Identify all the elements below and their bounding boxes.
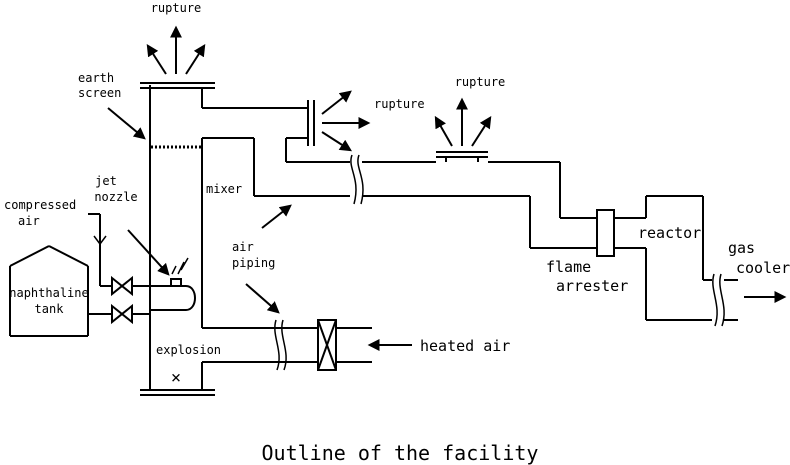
air-piping-pointer — [261, 204, 292, 229]
label-flame: flame — [546, 258, 591, 276]
label-reactor: reactor — [638, 224, 701, 242]
label-earth: earth — [78, 71, 114, 85]
air-piping-pointer — [245, 283, 280, 314]
label-rupture-side: rupture — [374, 97, 425, 111]
jet-nozzle — [150, 257, 196, 311]
label-cooler: cooler — [736, 259, 790, 277]
label-rupture-top: rupture — [151, 1, 202, 15]
air-piping — [202, 319, 372, 371]
label-tank: tank — [35, 302, 65, 316]
label-jet: jet — [95, 174, 117, 188]
figure-caption: Outline of the facility — [262, 441, 539, 465]
upper-pipe — [202, 107, 598, 219]
valve — [111, 275, 133, 297]
earth-screen-pointer — [107, 107, 146, 140]
label-nozzle: nozzle — [94, 190, 137, 204]
explosion-mark: × — [171, 368, 181, 388]
mixer-outlet-pipe — [202, 137, 598, 249]
air-heater — [317, 319, 337, 371]
flame-arrester — [596, 209, 615, 257]
valve — [111, 303, 133, 325]
label-screen: screen — [78, 86, 121, 100]
jet-nozzle-pointer — [127, 229, 170, 276]
rupture-disc-right — [434, 97, 492, 162]
pipe-break-mark — [350, 154, 357, 205]
label-heated-air: heated air — [420, 337, 510, 355]
label-rupture-right: rupture — [455, 75, 506, 89]
label-air: air — [18, 214, 40, 228]
label-air-piping-piping: piping — [232, 256, 275, 270]
naphthaline-tank — [9, 245, 89, 337]
pipe-break-mark — [357, 154, 364, 205]
label-gas: gas — [728, 239, 755, 257]
feed-lines — [88, 213, 178, 315]
label-explosion: explosion — [156, 343, 221, 357]
mixer-column — [140, 82, 215, 396]
label-mixer: mixer — [206, 182, 242, 196]
rupture-arrows-top — [146, 25, 206, 75]
label-arrester: arrester — [556, 277, 628, 295]
rupture-disc-side — [307, 90, 371, 152]
reactor — [645, 195, 738, 327]
label-air-piping-air: air — [232, 240, 254, 254]
label-compressed: compressed — [4, 198, 76, 212]
label-naphthaline: naphthaline — [9, 286, 88, 300]
